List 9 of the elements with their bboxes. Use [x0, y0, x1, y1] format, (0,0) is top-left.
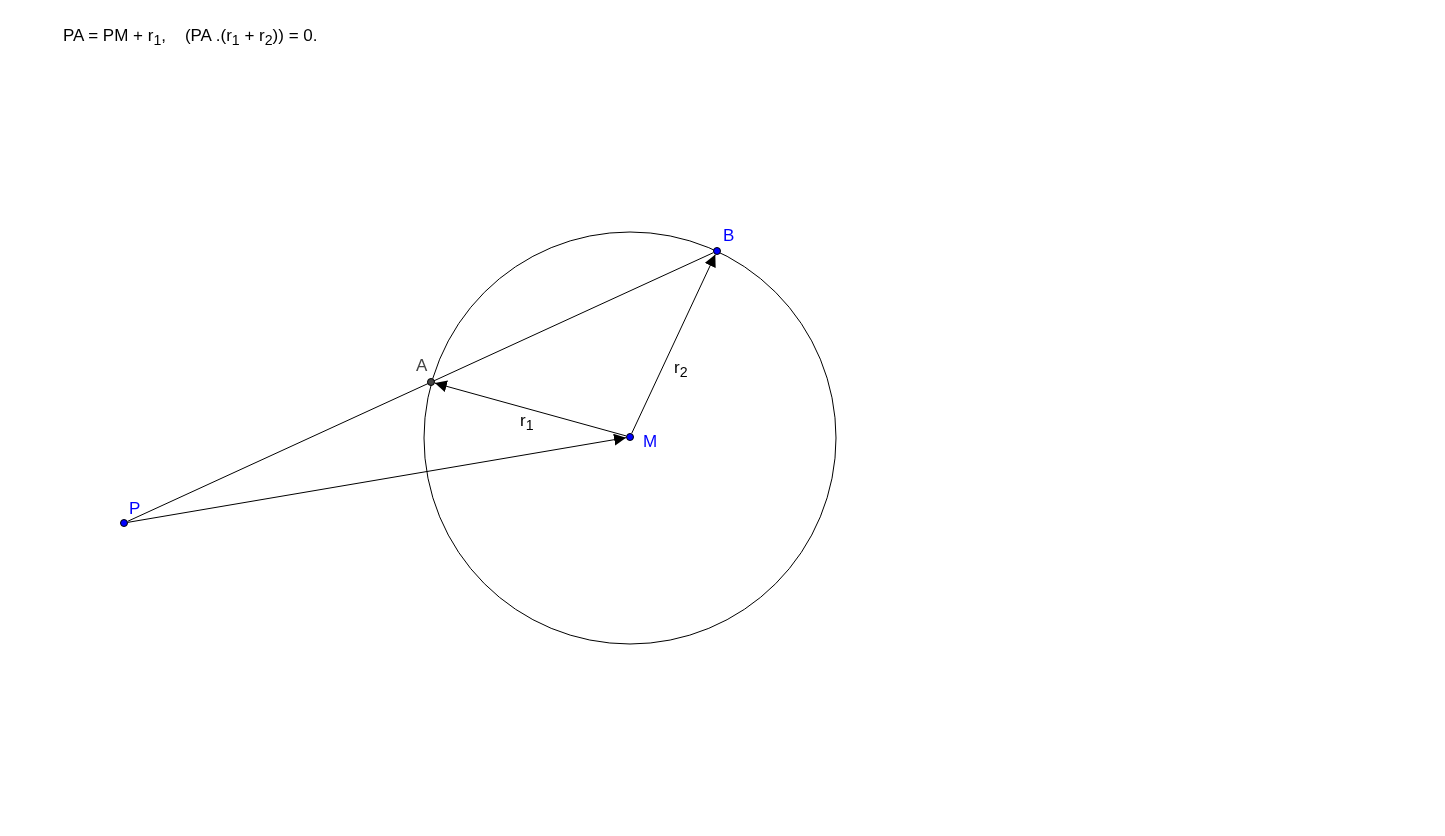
formula-heading: PA = PM + r$_{1}$, (PA .(r$_{1}$ + r$_{2}$)) = 0. — [63, 26, 318, 49]
vector-arrow — [127, 433, 627, 523]
point-label: P — [129, 500, 141, 518]
line-segment — [127, 252, 714, 522]
point-label: B — [723, 227, 735, 245]
point-label: M — [643, 433, 658, 451]
vector-arrow — [631, 254, 716, 434]
point-label: A — [416, 357, 428, 375]
vector-arrow — [434, 380, 627, 437]
